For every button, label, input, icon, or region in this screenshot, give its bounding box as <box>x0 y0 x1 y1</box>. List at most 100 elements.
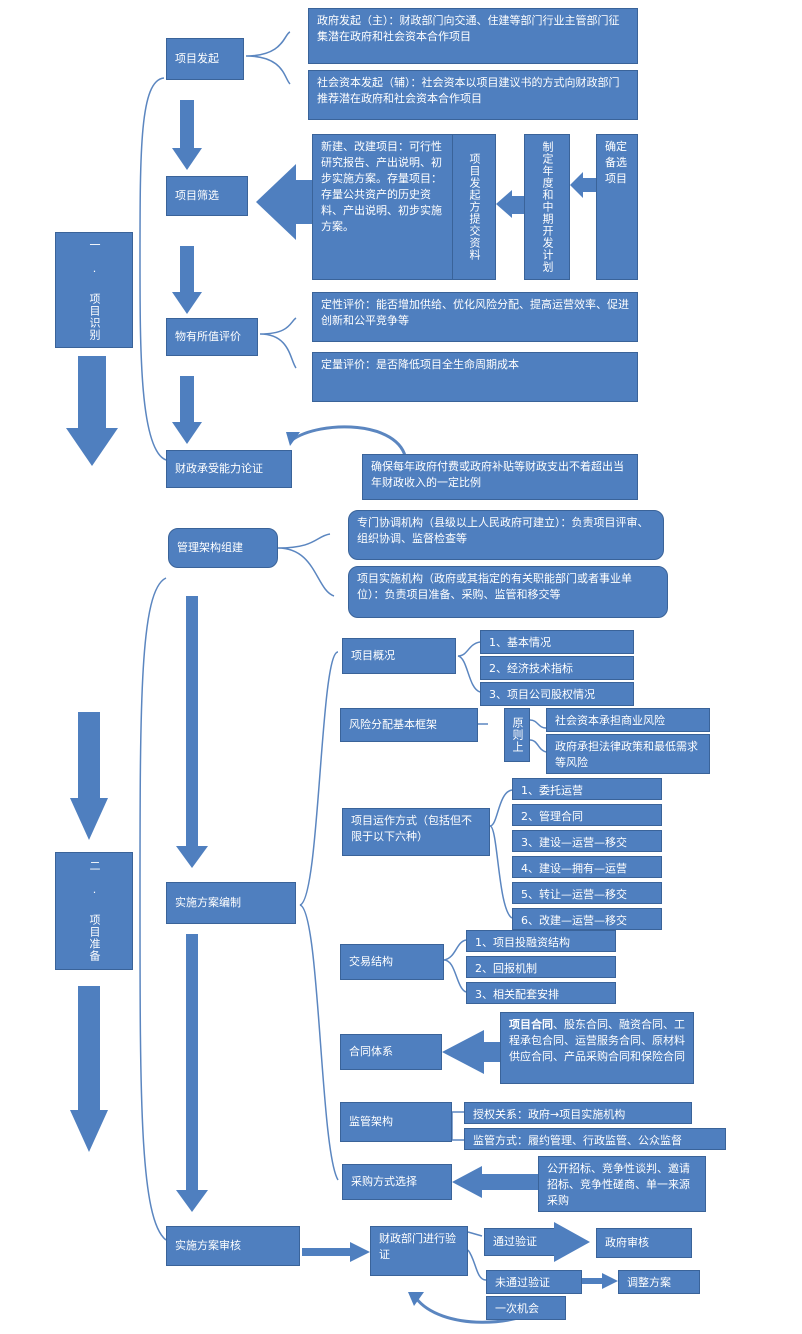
arrow-head-8 <box>452 1166 482 1198</box>
arrow-shaft-10 <box>302 1248 350 1256</box>
fail-box: 未通过验证 <box>486 1270 582 1294</box>
operation-item-text: 2、管理合同 <box>521 810 583 823</box>
supervision-item-2: 监管方式：履约管理、行政监管、公众监督 <box>464 1128 726 1150</box>
arrow-shaft-6 <box>186 596 198 846</box>
social-initiation-box: 社会资本发起（辅）：社会资本以项目建议书的方式向财政部门推荐潜在政府和社会资本合… <box>308 70 638 120</box>
initiation-label: 项目发起 <box>175 52 219 65</box>
phase1-arrow-shaft <box>78 356 106 428</box>
operation-item-text: 4、建设—拥有—运营 <box>521 862 627 875</box>
phase2-title: 二 · 项目准备 <box>88 860 101 962</box>
overview-box: 项目概况 <box>342 638 456 674</box>
vfm-box: 物有所值评价 <box>166 318 258 356</box>
operation-item-6: 6、改建—运营—移交 <box>512 908 662 930</box>
phase2-arrow-head-bottom <box>70 1110 108 1152</box>
gov-initiation-box: 政府发起（主）：财政部门向交通、住建等部门行业主管部门征集潜在政府和社会资本合作… <box>308 8 638 64</box>
impl-text: 项目实施机构（政府或其指定的有关职能部门或者事业单位）：负责项目准备、采购、监管… <box>357 572 632 601</box>
fiscal-box: 财政承受能力论证 <box>166 450 292 488</box>
overview-item-text: 2、经济技术指标 <box>489 662 573 675</box>
pass-arrow-icon <box>554 1222 590 1262</box>
risk-item-2: 政府承担法律政策和最低需求等风险 <box>546 734 710 774</box>
supervision-label: 监管架构 <box>349 1115 393 1128</box>
arrow-head-11 <box>602 1273 618 1289</box>
operation-item-2: 2、管理合同 <box>512 804 662 826</box>
plan-box: 制定年度和中期开发计划 <box>524 134 570 280</box>
phase2-arrow-head-top <box>70 798 108 840</box>
operation-item-text: 6、改建—运营—移交 <box>521 914 627 927</box>
arrow-shaft-1 <box>180 100 194 148</box>
confirm-text: 确定备选项目 <box>605 140 627 185</box>
plan-compile-box: 实施方案编制 <box>166 882 296 924</box>
once-text: 一次机会 <box>495 1302 539 1315</box>
phase2-arrow-shaft-bottom <box>78 986 100 1110</box>
fiscal-note-box: 确保每年政府付费或政府补贴等财政支出不着超出当年财政收入的一定比例 <box>362 454 638 500</box>
impl-box: 项目实施机构（政府或其指定的有关职能部门或者事业单位）：负责项目准备、采购、监管… <box>348 566 668 618</box>
adjust-box: 调整方案 <box>618 1270 700 1294</box>
transaction-item-text: 1、项目投融资结构 <box>475 936 570 949</box>
arrow-head-10 <box>350 1242 370 1262</box>
arrow-shaft-11 <box>582 1278 604 1284</box>
transaction-item-2: 2、回报机制 <box>466 956 616 978</box>
arrow-head-3 <box>570 172 583 198</box>
supervision-item-1: 授权关系：政府→项目实施机构 <box>464 1102 692 1124</box>
transaction-box: 交易结构 <box>340 944 444 980</box>
transaction-item-3: 3、相关配套安排 <box>466 982 616 1004</box>
arrow-head-6 <box>176 846 208 868</box>
phase2-title-box: 二 · 项目准备 <box>55 852 133 970</box>
arrow-shaft-9 <box>186 934 198 1190</box>
qualitative-box: 定性评价：能否增加供给、优化风险分配、提高运营效率、促进创新和公平竞争等 <box>312 292 638 342</box>
contract-bold: 项目合同 <box>509 1018 553 1031</box>
contract-box: 合同体系 <box>340 1034 442 1070</box>
arrow-head-7 <box>442 1030 484 1074</box>
risk-item-1: 社会资本承担商业风险 <box>546 708 710 732</box>
operation-item-text: 1、委托运营 <box>521 784 583 797</box>
phase2-arrow-shaft-top <box>78 712 100 798</box>
arrow-head-2 <box>496 190 512 218</box>
once-box: 一次机会 <box>486 1296 566 1320</box>
overview-item-1: 1、基本情况 <box>480 630 634 654</box>
submit-box: 项目发起方提交资料 <box>452 134 496 280</box>
operation-label: 项目运作方式（包括但不限于以下六种） <box>351 814 472 843</box>
supervision-item-text: 监管方式：履约管理、行政监管、公众监督 <box>473 1134 682 1147</box>
phase1-arrow-head <box>66 428 118 466</box>
supervision-box: 监管架构 <box>340 1102 452 1142</box>
adjust-text: 调整方案 <box>627 1276 671 1289</box>
procurement-text: 公开招标、竞争性谈判、邀请招标、竞争性磋商、单一来源采购 <box>547 1162 690 1207</box>
arrow-head-1 <box>172 148 202 170</box>
risk-box: 风险分配基本框架 <box>340 708 478 742</box>
mgmt-label: 管理架构组建 <box>177 541 243 554</box>
transaction-label: 交易结构 <box>349 955 393 968</box>
operation-box: 项目运作方式（包括但不限于以下六种） <box>342 808 490 856</box>
arrow-shaft-7 <box>484 1042 502 1062</box>
social-initiation-text: 社会资本发起（辅）：社会资本以项目建议书的方式向财政部门推荐潜在政府和社会资本合… <box>317 76 620 105</box>
plan-compile-label: 实施方案编制 <box>175 896 241 909</box>
phase1-title: 一 · 项目识别 <box>88 239 101 341</box>
operation-item-4: 4、建设—拥有—运营 <box>512 856 662 878</box>
arrow-head-5 <box>172 422 202 444</box>
arrow-head-4 <box>172 292 202 314</box>
procurement-label: 采购方式选择 <box>351 1175 417 1188</box>
arrow-shaft-4 <box>180 246 194 292</box>
quantitative-text: 定量评价：是否降低项目全生命周期成本 <box>321 358 519 371</box>
transaction-item-1: 1、项目投融资结构 <box>466 930 616 952</box>
fiscal-note-text: 确保每年政府付费或政府补贴等财政支出不着超出当年财政收入的一定比例 <box>371 460 624 489</box>
contract-label: 合同体系 <box>349 1045 393 1058</box>
screening-box: 项目筛选 <box>166 176 248 216</box>
procurement-box: 采购方式选择 <box>342 1164 452 1200</box>
principle-text: 原则上 <box>511 717 524 753</box>
arrow-shaft-3 <box>582 178 596 192</box>
operation-item-5: 5、转让—运营—移交 <box>512 882 662 904</box>
gov-initiation-text: 政府发起（主）：财政部门向交通、住建等部门行业主管部门征集潜在政府和社会资本合作… <box>317 14 620 43</box>
left-arrow-head <box>256 164 296 240</box>
transaction-item-text: 2、回报机制 <box>475 962 537 975</box>
operation-item-text: 5、转让—运营—移交 <box>521 888 627 901</box>
supervision-item-text: 授权关系：政府→项目实施机构 <box>473 1108 626 1121</box>
principle-box: 原则上 <box>504 708 530 762</box>
screening-label: 项目筛选 <box>175 189 219 202</box>
risk-label: 风险分配基本框架 <box>349 718 437 731</box>
overview-item-text: 3、项目公司股权情况 <box>489 688 595 701</box>
mgmt-box: 管理架构组建 <box>168 528 278 568</box>
overview-item-2: 2、经济技术指标 <box>480 656 634 680</box>
pass-text: 通过验证 <box>493 1235 537 1248</box>
arrow-shaft-8 <box>482 1174 538 1190</box>
plan-text: 制定年度和中期开发计划 <box>541 141 554 273</box>
